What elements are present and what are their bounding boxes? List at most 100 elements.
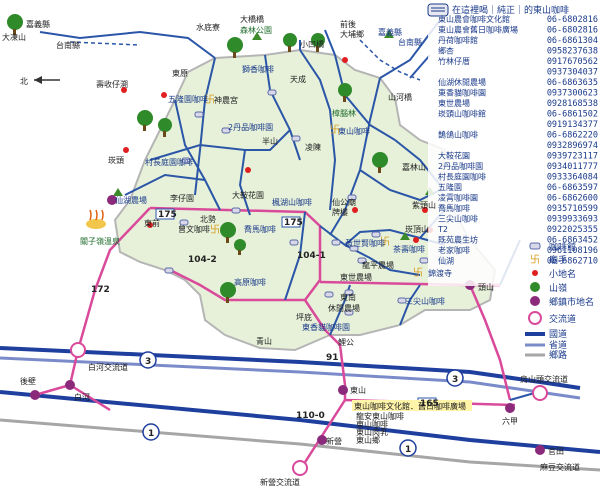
place-label: 錦渡寺 bbox=[428, 268, 452, 278]
place-label: 牌樓 bbox=[332, 207, 348, 217]
place-label: 台南縣 bbox=[398, 37, 422, 47]
interchange-icons bbox=[70, 342, 548, 476]
place-label: 壽收仔溯 bbox=[96, 79, 128, 89]
cafe-list-panel bbox=[428, 12, 598, 286]
north-arrow-icon bbox=[34, 76, 60, 84]
place-label: 大橋橋 bbox=[240, 14, 264, 24]
legend-label: 鄉路 bbox=[549, 349, 567, 361]
place-label: 紫頭山 bbox=[412, 200, 436, 210]
place-label: 東前 bbox=[144, 218, 160, 228]
place-label: 東香貓咖啡園 bbox=[302, 322, 350, 332]
cafe-name: 東山農會咖啡文化館 bbox=[438, 14, 510, 24]
place-label: 茶壽咖啡 bbox=[393, 244, 425, 254]
cafe-name: 東香貓咖啡園 bbox=[438, 88, 486, 98]
road-number: 110-0 bbox=[296, 411, 325, 421]
cafe-name: 崁頭山咖啡館 bbox=[438, 109, 486, 119]
place-label: 大埔鄉 bbox=[340, 29, 364, 39]
cafe-phone: 06-6861502 bbox=[547, 110, 598, 120]
museum-sub: 東山鄉 bbox=[356, 435, 380, 445]
cafe-phone: 06-6862220 bbox=[547, 131, 598, 141]
cafe-name: 喬馬咖啡 bbox=[438, 203, 470, 213]
interchange-label: 烏山頭交流道 bbox=[520, 374, 568, 384]
place-label: 東南 bbox=[340, 292, 356, 302]
place-label: 五隆園咖啡 bbox=[168, 94, 208, 104]
road-number: 104-2 bbox=[188, 255, 217, 265]
place-label: 關子嶺溫泉 bbox=[80, 236, 120, 246]
road-badges bbox=[139, 208, 464, 457]
cafe-name: 村長庭園咖啡 bbox=[438, 172, 486, 182]
cafe-phone: 0932896974 bbox=[547, 141, 598, 151]
road-number: 1 bbox=[148, 429, 154, 439]
cafe-phone: 0939933693 bbox=[547, 215, 598, 225]
svg-text:卐: 卐 bbox=[413, 267, 423, 279]
road-number: 175 bbox=[284, 218, 303, 228]
place-label: 休閒農場 bbox=[328, 303, 360, 313]
compass-north-label: 北 bbox=[20, 77, 28, 86]
cafe-phone: 0917670562 bbox=[547, 57, 598, 67]
township-label: 六甲 bbox=[502, 416, 518, 426]
interchange-label: 麻豆交流道 bbox=[540, 462, 580, 472]
place-label: 森林公園 bbox=[240, 25, 272, 35]
cafe-name: 大鞍花園 bbox=[438, 151, 470, 161]
place-label: 李仔園 bbox=[170, 193, 194, 203]
legend-label: 國道 bbox=[549, 328, 567, 340]
road-number: 104-1 bbox=[297, 251, 326, 261]
township-label: 後壁 bbox=[20, 376, 36, 386]
road-number: 165 bbox=[420, 399, 439, 409]
legend-symbols: 卐 bbox=[525, 242, 545, 357]
dongshan-land-area bbox=[113, 48, 497, 352]
cafe-name: 東世農場 bbox=[438, 98, 470, 108]
place-label: 神農宮 bbox=[214, 95, 238, 105]
place-label: 青山 bbox=[256, 336, 272, 346]
museum-highlight bbox=[352, 400, 472, 411]
township-label: 頭山 bbox=[478, 282, 494, 292]
cafe-phone: 0933364084 bbox=[547, 173, 598, 183]
legend-label: 山嶺 bbox=[549, 283, 567, 294]
place-label: 大凍山 bbox=[2, 32, 26, 42]
place-label: 前後 bbox=[340, 19, 356, 29]
cafe-name: 既苑農生坊 bbox=[438, 235, 478, 245]
cafe-name: T2 bbox=[437, 225, 448, 234]
cafe-name: 2丹品咖啡園 bbox=[438, 161, 483, 171]
svg-text:卐: 卐 bbox=[210, 224, 220, 236]
legend-label: 鄉鎮市地名 bbox=[549, 296, 594, 308]
road-number: 175 bbox=[158, 210, 177, 220]
museum-sub: 龍安東山咖啡 bbox=[356, 411, 404, 421]
place-label: 龍平農場 bbox=[362, 260, 394, 270]
road-number: 1 bbox=[405, 445, 411, 455]
legend-label: 廟手 bbox=[549, 254, 567, 266]
cafe-phone: 06-6862600 bbox=[547, 194, 598, 204]
cafe-name: 仙湖 bbox=[438, 256, 454, 266]
place-label: 天成 bbox=[290, 74, 306, 84]
cafe-phone: 0935710599 bbox=[547, 204, 598, 214]
cafe-phone: 0922025355 bbox=[547, 225, 598, 235]
museum-sub: 東山肉乳 bbox=[356, 427, 388, 437]
place-label: 東原 bbox=[172, 68, 188, 78]
legend-label: 咖啡館 bbox=[549, 241, 576, 253]
cafe-name: 鄉杏 bbox=[438, 46, 454, 56]
place-label: 鯉公 bbox=[338, 337, 354, 347]
cafe-phone: 0961108196 bbox=[547, 246, 598, 256]
cafe-phone: 0937304037 bbox=[547, 68, 598, 78]
place-label: 仙湖農場 bbox=[115, 195, 147, 205]
township-label: 新營 bbox=[326, 436, 342, 446]
place-label: 台南縣 bbox=[56, 40, 80, 50]
place-label: 2丹品咖啡園 bbox=[228, 122, 273, 132]
place-label: 嘉義縣 bbox=[26, 19, 50, 29]
place-label: 仙公廟 bbox=[332, 197, 356, 207]
tree-icon bbox=[7, 14, 388, 303]
county-lines bbox=[69, 39, 421, 81]
place-label: 山河橋 bbox=[388, 92, 412, 102]
museum-sub: 東山咖啡 bbox=[356, 419, 388, 429]
place-label: 北勢 bbox=[200, 214, 216, 224]
legend-label: 省道 bbox=[549, 339, 567, 351]
cafe-phone: 0928168538 bbox=[547, 99, 598, 109]
road-number: 172 bbox=[91, 285, 110, 295]
header-logo-text: 在這裡喝｜純正｜的東山咖啡 bbox=[452, 4, 569, 16]
cafe-name: 東山農會舊日咖啡廣場 bbox=[438, 25, 518, 35]
place-label: 三尖山咖啡 bbox=[405, 296, 445, 306]
place-label: 獅香咖啡 bbox=[242, 64, 274, 74]
place-label: 高原咖啡 bbox=[234, 277, 266, 287]
